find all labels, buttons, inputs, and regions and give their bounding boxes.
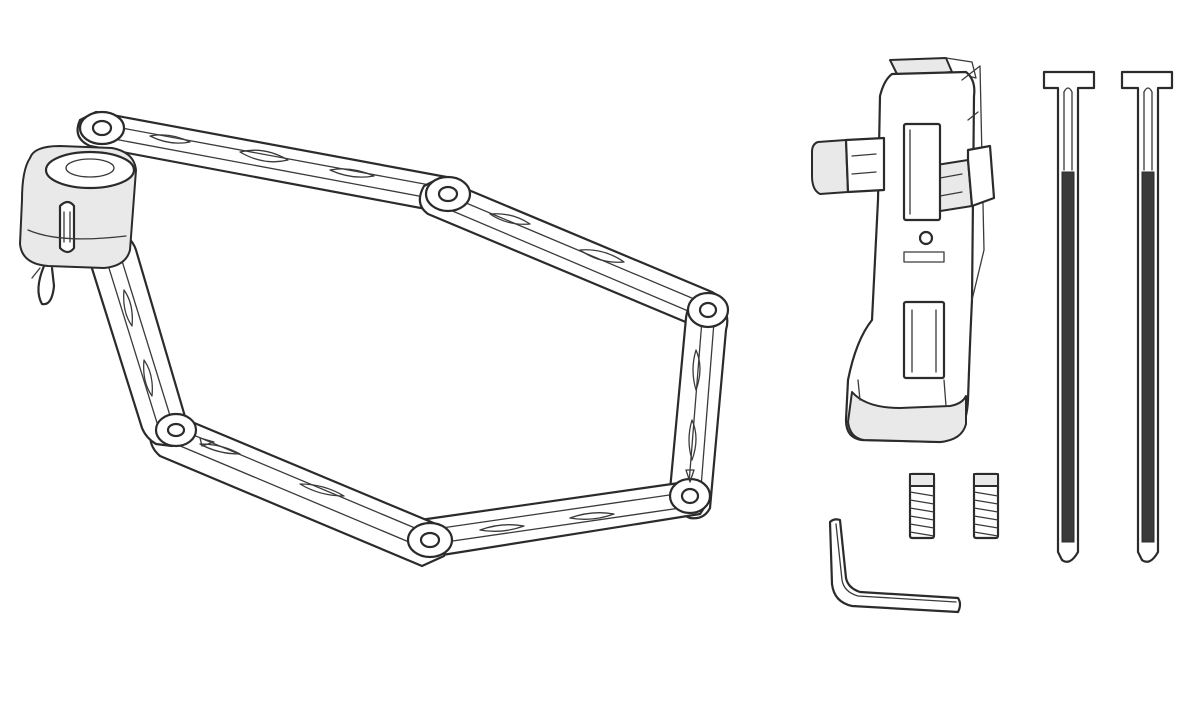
lock-bar-top	[76, 110, 466, 214]
joint-right-top	[686, 291, 730, 329]
joint-top-left	[78, 110, 126, 146]
lock-joints	[78, 110, 730, 559]
joint-bottom-left	[154, 412, 215, 448]
strap-illustration	[1042, 70, 1174, 563]
folding-lock-illustration	[19, 110, 730, 568]
lock-bar-right	[668, 298, 729, 520]
strap-left	[1042, 70, 1096, 563]
screw-illustration	[908, 472, 1000, 540]
joint-top-middle	[424, 175, 472, 213]
joint-right-bottom	[668, 469, 712, 515]
key-icon	[31, 264, 56, 306]
joint-bottom	[406, 521, 454, 559]
set-screw-right	[972, 472, 1000, 540]
lock-body	[19, 145, 137, 269]
set-screw-left	[908, 472, 936, 540]
allen-key-illustration	[828, 518, 962, 614]
strap-right	[1120, 70, 1174, 563]
lock-bar-bottom-right	[410, 480, 710, 558]
bracket-illustration	[811, 57, 996, 444]
